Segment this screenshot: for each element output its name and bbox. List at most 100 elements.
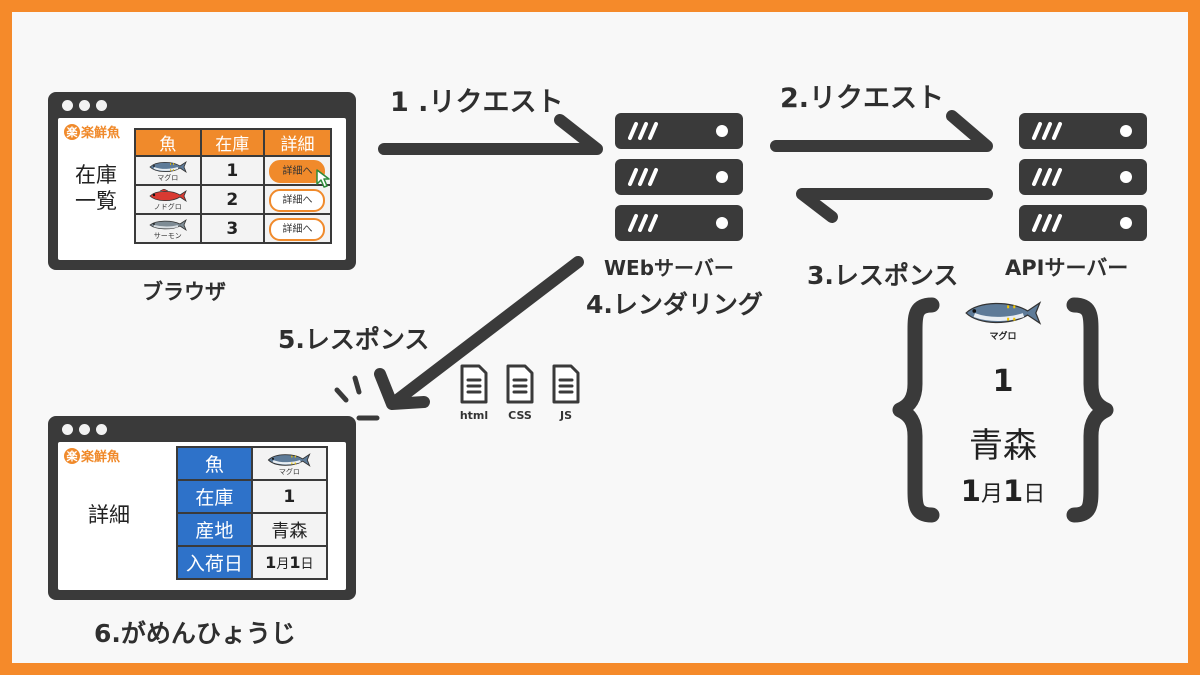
brand-badge-icon: 楽 — [64, 447, 80, 464]
fish-name: ノドグロ — [153, 202, 182, 211]
file-js: JS — [544, 364, 588, 422]
step4-label: 4.レンダリング — [586, 290, 763, 319]
file-label: html — [459, 409, 489, 422]
window-dot — [62, 100, 73, 111]
column-header: 魚 — [134, 128, 202, 157]
detail-label: 産地 — [176, 512, 253, 547]
fish-cell: マグロ — [134, 155, 202, 186]
fish-name: サーモン — [153, 231, 182, 240]
column-header: 詳細 — [262, 128, 333, 157]
table-row: 入荷日 1月1日 — [176, 545, 329, 580]
detail-label: 魚 — [176, 446, 253, 481]
step5-label: 5.レスポンス — [278, 325, 430, 354]
window-dot — [79, 424, 90, 435]
fish-name: マグロ — [989, 332, 1017, 342]
table-row: 魚 マグロ — [176, 446, 329, 481]
date-number: 1 — [289, 552, 301, 572]
step1-label: 1 .リクエスト — [390, 87, 564, 118]
detail-value: 青森 — [250, 512, 329, 547]
detail-cell: 詳細へ — [262, 213, 333, 244]
fish-cell: ノドグロ — [134, 184, 202, 215]
page-title-list: 在庫 一覧 — [68, 162, 124, 214]
brand-name: 楽鮮魚 — [81, 450, 121, 465]
stock-cell: 3 — [199, 213, 265, 244]
web-server-label: WEbサーバー — [604, 256, 734, 280]
tuna-icon — [149, 160, 187, 173]
date-unit: 日 — [1023, 482, 1046, 507]
file-css: CSS — [498, 364, 542, 422]
date-number: 1 — [960, 474, 981, 508]
date-unit: 日 — [300, 556, 314, 572]
api-data-stock: 1 — [992, 364, 1014, 399]
brace-right — [1066, 297, 1114, 523]
detail-button[interactable]: 詳細へ — [269, 217, 326, 241]
detail-cell: 詳細へ — [262, 184, 333, 215]
table-row: サーモン 3 詳細へ — [134, 213, 333, 244]
brand-name: 楽鮮魚 — [81, 126, 121, 141]
tuna-icon — [965, 301, 1042, 325]
detail-value: マグロ — [250, 446, 329, 481]
window-dot — [96, 100, 107, 111]
table-row: マグロ 1 詳細へ — [134, 155, 333, 188]
arrow-step1 — [378, 114, 603, 155]
document-icon — [552, 364, 580, 404]
detail-button[interactable]: 詳細へ — [269, 159, 326, 183]
browser-window-list: 楽 楽鮮魚 在庫 一覧 魚 在庫 詳細 マグロ — [48, 92, 356, 270]
window-controls — [62, 100, 107, 111]
window-dot — [96, 424, 107, 435]
detail-cell: 詳細へ — [262, 155, 333, 188]
step6-label: 6.がめんひょうじ — [94, 619, 296, 648]
arrow-step2 — [770, 110, 993, 152]
fish-name: マグロ — [278, 467, 300, 476]
flow-arrows — [334, 110, 1114, 523]
tuna-icon — [268, 452, 311, 467]
nodoguro-icon — [149, 188, 187, 202]
api-data-origin: 青森 — [969, 426, 1037, 466]
title-line: 一覧 — [75, 189, 117, 213]
date-number: 1 — [265, 552, 277, 572]
detail-value: 1月1日 — [250, 545, 329, 580]
detail-button[interactable]: 詳細へ — [269, 188, 326, 212]
title-line: 在庫 — [75, 163, 117, 187]
detail-table: 魚 マグロ 在庫 1 産地 青森 入荷 — [176, 446, 329, 580]
detail-label: 入荷日 — [176, 545, 253, 580]
table-row: 在庫 1 — [176, 479, 329, 514]
brand-badge-icon: 楽 — [64, 123, 80, 140]
table-row: ノドグロ 2 詳細へ — [134, 184, 333, 215]
api-data-date: 1月1日 — [928, 474, 1078, 508]
api-data-fish: マグロ — [948, 298, 1058, 342]
api-server-label: APIサーバー — [1005, 256, 1129, 280]
brand-logo: 楽 楽鮮魚 — [64, 446, 120, 465]
page-title-detail: 詳細 — [88, 503, 130, 527]
window-dot — [79, 100, 90, 111]
detail-label: 在庫 — [176, 479, 253, 514]
date-unit: 月 — [276, 556, 290, 572]
brand-logo: 楽 楽鮮魚 — [64, 122, 120, 141]
browser-viewport: 楽 楽鮮魚 詳細 魚 マグロ 在庫 1 — [58, 442, 346, 590]
fish-cell: サーモン — [134, 213, 202, 244]
browser-label: ブラウザ — [142, 280, 226, 304]
web-server-icon — [615, 113, 743, 241]
window-dot — [62, 424, 73, 435]
brace-left — [892, 297, 940, 523]
column-header: 在庫 — [199, 128, 265, 157]
file-label: CSS — [508, 409, 532, 422]
arrow-step5 — [374, 256, 584, 410]
diagram-canvas: 1 .リクエスト 2.リクエスト 3.レスポンス 4.レンダリング 5.レスポン… — [12, 12, 1188, 663]
salmon-icon — [149, 218, 187, 231]
stock-cell: 1 — [199, 155, 265, 186]
cursor-icon — [316, 169, 330, 188]
step2-label: 2.リクエスト — [780, 83, 945, 114]
fish-name: マグロ — [157, 173, 179, 182]
stock-table: 魚 在庫 詳細 マグロ 1 詳細へ — [134, 128, 333, 244]
response-spark — [334, 375, 380, 421]
date-unit: 月 — [980, 482, 1003, 507]
detail-value: 1 — [250, 479, 329, 514]
document-icon — [506, 364, 534, 404]
stock-cell: 2 — [199, 184, 265, 215]
date-number: 1 — [1003, 474, 1024, 508]
document-icon — [460, 364, 488, 404]
api-server-icon — [1019, 113, 1147, 241]
file-label: JS — [559, 409, 572, 422]
browser-window-detail: 楽 楽鮮魚 詳細 魚 マグロ 在庫 1 — [48, 416, 356, 600]
